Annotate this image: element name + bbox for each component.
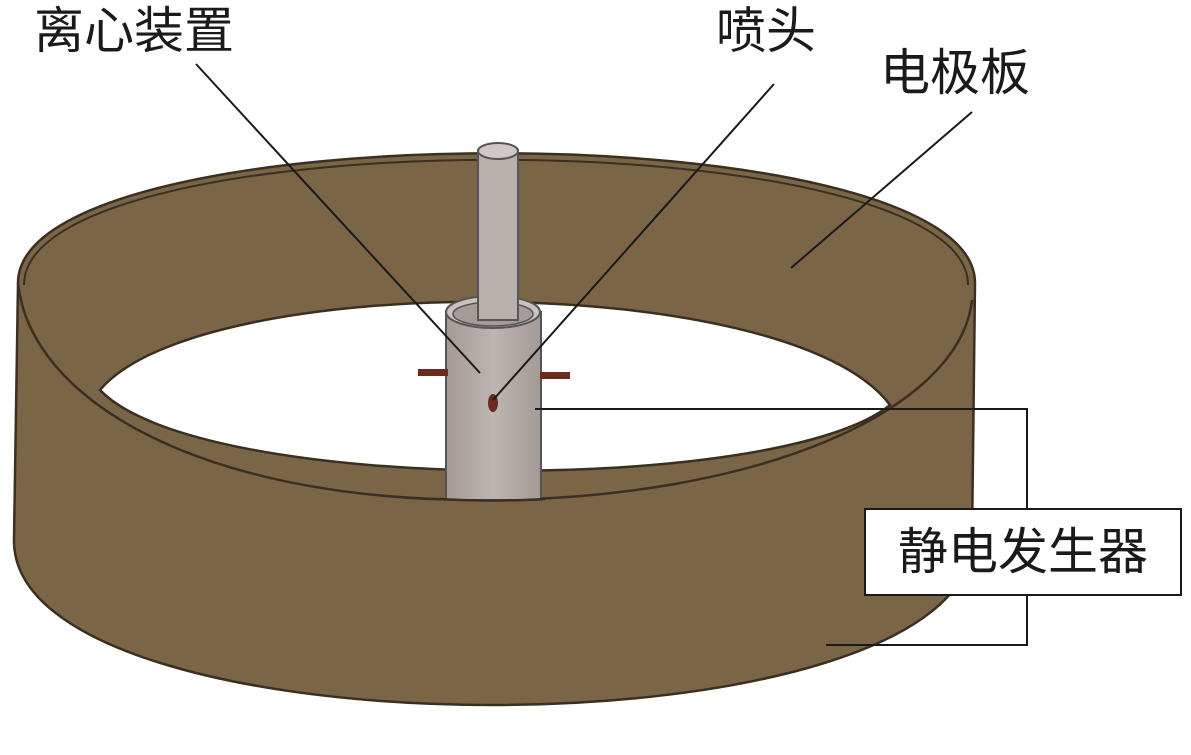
label-electrode-plate: 电极板 [880,44,1030,102]
centrifugal-shaft [477,142,519,321]
leader-centrifugal [195,63,481,374]
nozzle-arm-left [418,369,448,376]
nozzle-arm-right [540,372,570,379]
label-centrifugal-device: 离心装置 [34,2,234,60]
label-nozzle: 喷头 [716,2,816,60]
leader-nozzle [492,83,775,401]
shaft-body [477,149,519,321]
label-electrostatic-generator: 静电发生器 [864,508,1182,596]
leader-electrode [790,111,973,269]
shaft-top [477,142,519,160]
ring-lip-overlay [439,497,546,502]
